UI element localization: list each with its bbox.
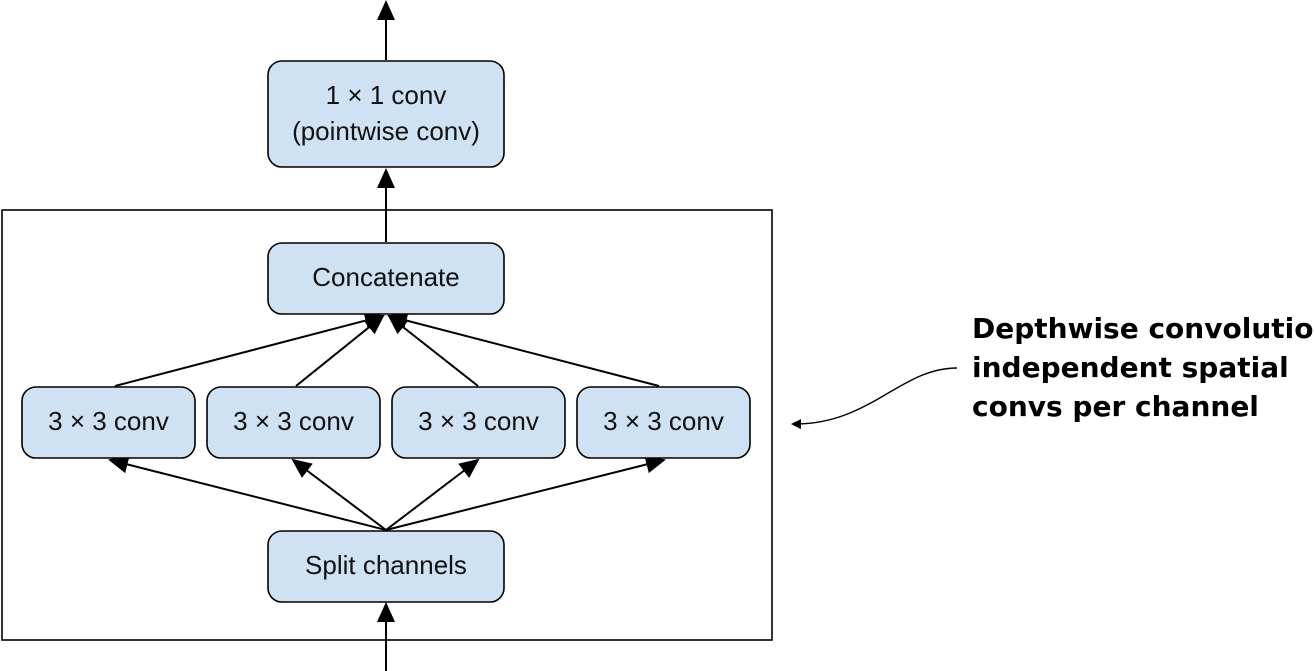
edges (108, 0, 666, 671)
callout-line3: convs per channel (972, 390, 1259, 423)
node-conv-d-label: 3 × 3 conv (603, 406, 724, 436)
callout-line1: Depthwise convolution: (972, 312, 1314, 345)
edge-split-to-conv-c (385, 458, 480, 531)
node-conv-b-label: 3 × 3 conv (233, 406, 354, 436)
node-conv-a-label: 3 × 3 conv (48, 406, 169, 436)
node-pointwise-conv-label-line1: 1 × 1 conv (326, 80, 447, 110)
edge-split-to-conv-b (291, 458, 387, 531)
edge-conv-a-to-concat (114, 311, 385, 387)
edge-conv-d-to-concat (387, 311, 660, 387)
node-conv-b: 3 × 3 conv (206, 386, 381, 459)
node-conv-c-label: 3 × 3 conv (418, 406, 539, 436)
node-pointwise-conv: 1 × 1 conv (pointwise conv) (267, 60, 505, 168)
node-conv-a: 3 × 3 conv (21, 386, 196, 459)
callout-line2: independent spatial (972, 351, 1289, 384)
edge-split-to-conv-d (385, 455, 666, 531)
node-split-channels-label: Split channels (305, 550, 467, 580)
edge-split-to-conv-a (108, 455, 387, 531)
node-split-channels: Split channels (267, 530, 505, 603)
edge-conv-b-to-concat (295, 314, 385, 387)
node-conv-c: 3 × 3 conv (391, 386, 566, 459)
node-pointwise-conv-label-line2: (pointwise conv) (292, 116, 480, 146)
callout-pointer (791, 367, 958, 430)
edge-conv-c-to-concat (387, 314, 479, 387)
node-conv-d: 3 × 3 conv (576, 386, 751, 459)
callout: Depthwise convolution: independent spati… (791, 312, 1314, 430)
node-concatenate: Concatenate (267, 242, 505, 315)
node-concatenate-label: Concatenate (312, 262, 459, 292)
